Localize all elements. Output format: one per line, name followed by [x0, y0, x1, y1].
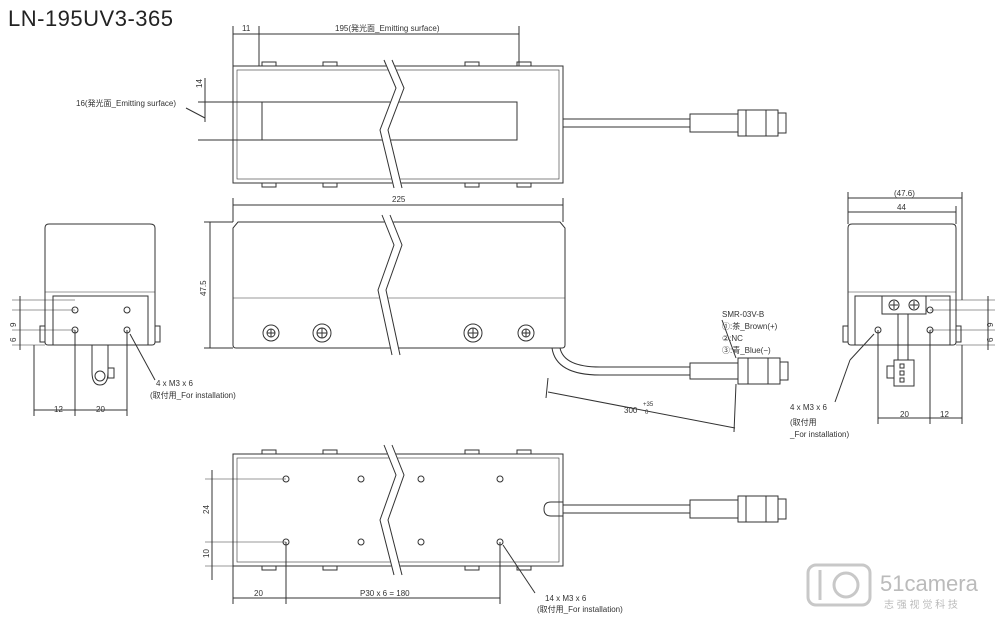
dim-24: 24 [202, 505, 211, 514]
dim-cable-300: 300 [624, 406, 638, 415]
dim-bottom-20: 20 [254, 589, 263, 598]
connector-pin2: ②:NC [722, 334, 743, 343]
dim-right-12: 12 [940, 410, 949, 419]
drawing-title: LN-195UV3-365 [8, 6, 174, 31]
dim-left-20: 20 [96, 405, 105, 414]
watermark-tagline: 志 强 视 觉 科 技 [884, 598, 958, 611]
dim-right-6: 6 [986, 337, 995, 342]
dim-11: 11 [242, 24, 251, 33]
dim-pitch: P30 x 6 = 180 [360, 589, 410, 598]
right-holes-purpose-2: _For installation) [789, 430, 849, 439]
bottom-holes-purpose: (取付用_For installation) [537, 604, 623, 614]
dim-47-6: (47.6) [894, 189, 915, 198]
dim-left-9: 9 [9, 322, 18, 327]
connector-pin1: ①:茶_Brown(+) [722, 321, 778, 331]
dim-44: 44 [897, 203, 906, 212]
right-holes-spec: 4 x M3 x 6 [790, 403, 827, 412]
dim-cable-tol-minus: 0 [645, 410, 649, 416]
left-holes-purpose: (取付用_For installation) [150, 390, 236, 400]
dim-195: 195(発光面_Emitting surface) [335, 23, 440, 33]
dim-right-20: 20 [900, 410, 909, 419]
bottom-view [205, 449, 787, 604]
dim-right-9: 9 [986, 322, 995, 327]
dim-left-6: 6 [9, 337, 18, 342]
watermark-logo [806, 563, 872, 607]
left-holes-spec: 4 x M3 x 6 [156, 379, 193, 388]
right-view [834, 192, 995, 424]
dim-14: 14 [195, 79, 204, 88]
dim-47-5: 47.5 [199, 280, 208, 296]
dim-left-12: 12 [54, 405, 63, 414]
connector-model: SMR-03V-B [722, 310, 764, 319]
watermark-brand: 51camera [880, 571, 979, 596]
dim-225: 225 [392, 195, 406, 204]
front-view [204, 198, 789, 433]
left-view [12, 223, 161, 416]
top-view [185, 26, 787, 188]
front-screws [262, 323, 535, 343]
bottom-holes-spec: 14 x M3 x 6 [545, 594, 587, 603]
connector-pin3: ③:青_Blue(−) [722, 345, 771, 355]
dim-cable-tol-plus: +35 [643, 402, 654, 408]
emit-width-label: 16(発光面_Emitting surface) [76, 98, 176, 108]
dim-10: 10 [202, 549, 211, 558]
right-holes-purpose-1: (取付用 [790, 417, 817, 427]
